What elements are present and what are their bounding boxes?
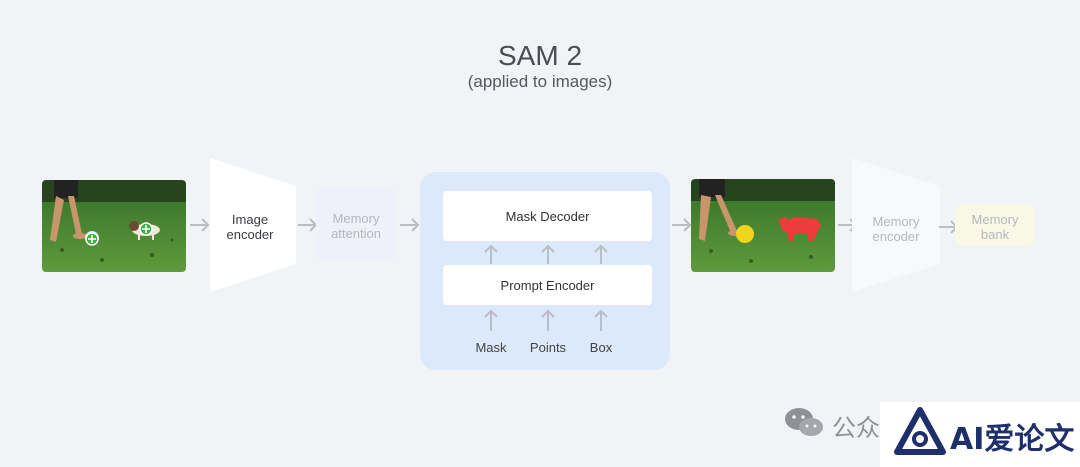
brand-watermark xyxy=(880,402,1080,467)
output-image-art xyxy=(691,179,835,272)
memory-encoder-line2: encoder xyxy=(872,229,920,244)
arrow-to-decoder-panel xyxy=(400,218,420,232)
memory-bank-line2: bank xyxy=(980,227,1010,242)
brand-text: AI爱论文 xyxy=(950,422,1075,457)
watermark-wechat-text: 公众 xyxy=(832,414,880,442)
input-image-art xyxy=(42,180,186,272)
prompt-encoder-box: Prompt Encoder xyxy=(443,265,652,305)
memory-encoder-label: Memory encoder xyxy=(856,214,936,244)
input-image xyxy=(42,180,186,272)
memory-encoder-line1: Memory xyxy=(872,214,920,229)
prompt-arrows xyxy=(484,309,608,331)
memory-bank-box xyxy=(955,204,1035,246)
brand-logo-icon xyxy=(894,407,946,455)
memory-encoder-shape xyxy=(852,158,940,292)
image-encoder-line1: Image xyxy=(231,212,269,227)
image-encoder-shape xyxy=(210,158,296,292)
diagram-title: SAM 2 xyxy=(497,40,583,71)
memory-bank-label: Memory bank xyxy=(955,212,1035,242)
arrow-to-image-encoder xyxy=(190,218,210,232)
memory-attention-line1: Memory xyxy=(332,211,380,226)
output-image xyxy=(691,179,835,272)
memory-attention-line2: attention xyxy=(331,226,381,241)
memory-bank-line1: Memory xyxy=(971,212,1019,227)
image-encoder-label: Image encoder xyxy=(210,212,290,242)
diagram-subtitle: (applied to images) xyxy=(467,72,613,91)
mask-decoder-box: Mask Decoder xyxy=(443,191,652,241)
wechat-icon xyxy=(785,408,823,436)
memory-attention-box xyxy=(316,189,396,259)
prompt-mask-label: Mask xyxy=(475,340,507,355)
memory-attention-label: Memory attention xyxy=(316,211,396,241)
image-encoder-line2: encoder xyxy=(226,227,274,242)
decoder-arrows xyxy=(484,244,608,264)
prompt-box-label: Box xyxy=(589,340,613,355)
prompt-points-label: Points xyxy=(529,340,567,355)
arrow-to-output-image xyxy=(672,218,692,232)
